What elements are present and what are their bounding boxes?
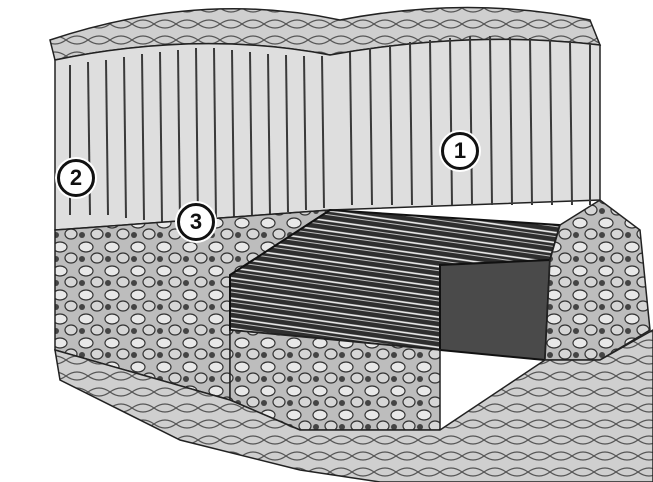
marker-2: 2 <box>57 159 95 197</box>
right-tissue <box>545 200 650 360</box>
marker-1: 1 <box>441 132 479 170</box>
marker-3: 3 <box>177 203 215 241</box>
palisade-layer <box>55 36 600 230</box>
